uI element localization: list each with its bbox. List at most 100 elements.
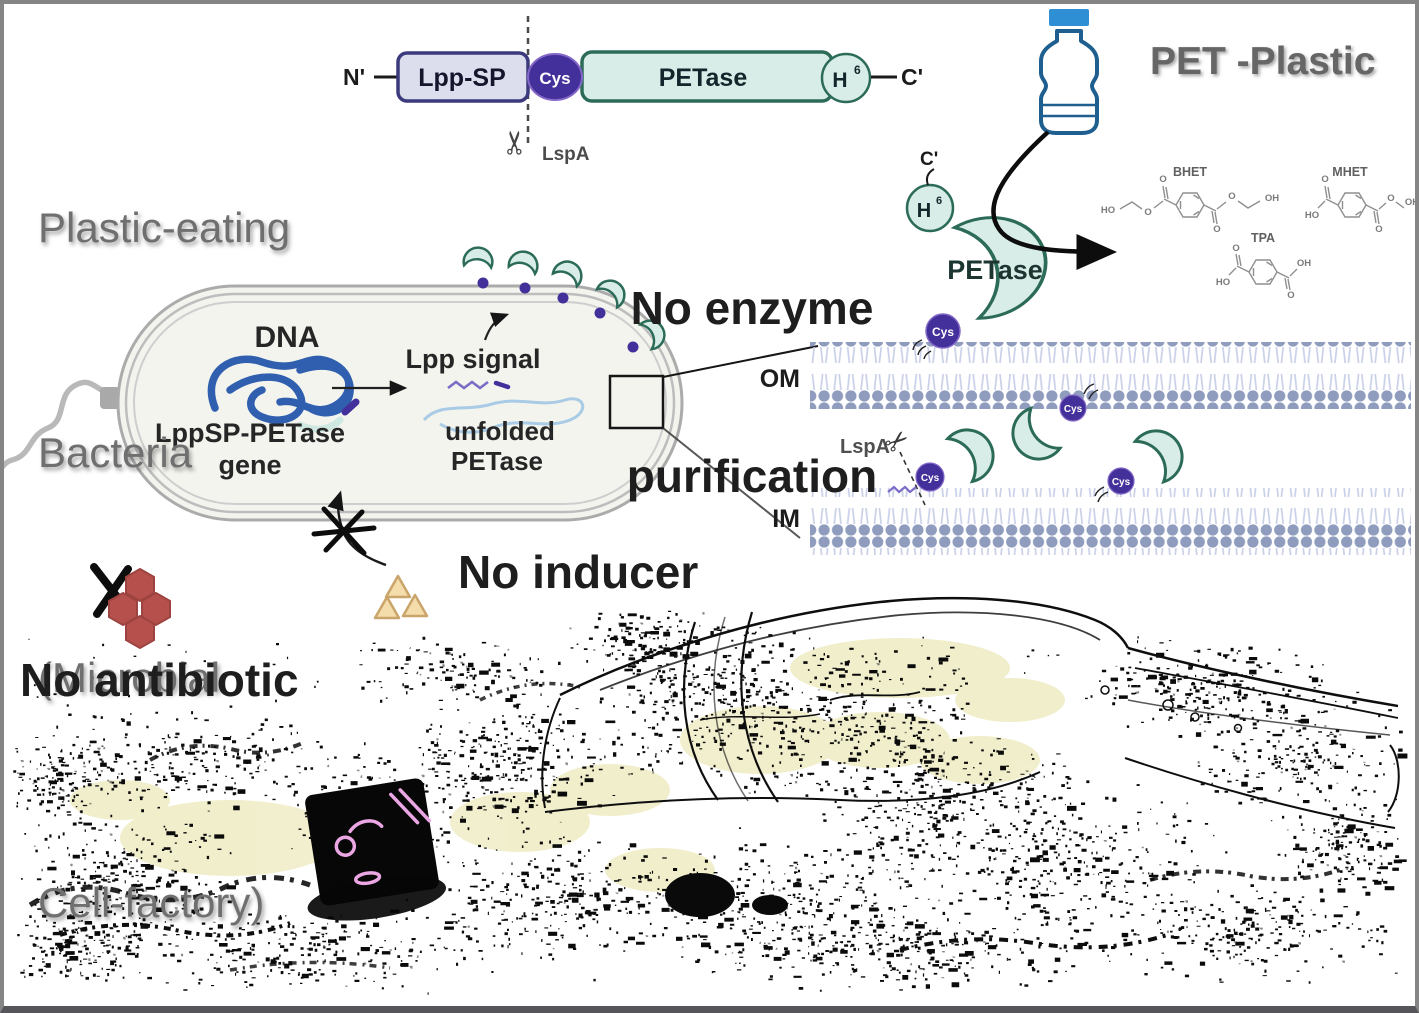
c-terminus-label: C'	[901, 64, 923, 90]
periplasm-enzyme-2: Cys	[1001, 383, 1099, 471]
crushed-bottle-sketch	[13, 596, 1408, 995]
no-inducer-callout: No inducer	[458, 546, 699, 598]
svg-text:O: O	[1287, 290, 1294, 301]
bottle-cap-sketch	[305, 778, 447, 921]
cleaved-signal-squiggle	[887, 485, 917, 494]
sketch-dark-blob	[665, 873, 735, 917]
main-title: Plastic-eating Bacteria (Microbial Cell-…	[38, 40, 290, 1013]
inner-membrane-bilayer	[810, 488, 1411, 555]
unfolded-petase-chain	[422, 397, 584, 434]
scissors-icon: ✂	[497, 129, 533, 156]
sketch-yellow-patches	[70, 638, 1065, 892]
displayed-cys-label: Cys	[932, 325, 954, 339]
svg-text:O: O	[1232, 243, 1239, 254]
lpp-signal-label: Lpp signal	[406, 344, 541, 374]
lspa-cut-line	[899, 451, 926, 506]
tpa-structure: O HO O OH	[1216, 243, 1311, 301]
tpa-label: TPA	[1251, 231, 1275, 245]
cap-pink-highlights	[334, 788, 432, 886]
outer-membrane-label: OM	[760, 365, 800, 393]
no-enzyme-line-2: purification	[626, 450, 878, 502]
cell-outer-membrane	[116, 284, 684, 522]
no-enzyme-line-1: No enzyme	[630, 282, 874, 334]
displayed-c-term-label: C'	[920, 149, 938, 170]
his-tag-superscript: 6	[854, 63, 861, 77]
lpp-sp-label: Lpp-SP	[418, 64, 506, 92]
pet-bottle-icon	[1039, 9, 1099, 135]
bacterial-cell: DNA LppSP-PETase gene Lpp signal unfolde…	[0, 245, 819, 539]
cys-label-construct: Cys	[539, 69, 570, 88]
displayed-his-superscript: 6	[936, 195, 942, 207]
flagellum-base	[100, 387, 120, 409]
outer-membrane-bilayer	[810, 342, 1411, 409]
svg-text:O: O	[1213, 224, 1220, 235]
title-line-1: Plastic-eating	[38, 204, 291, 251]
his-tag-label: H	[832, 69, 847, 92]
bottle-label-lines	[1043, 103, 1095, 118]
svg-text:OH: OH	[1405, 197, 1419, 208]
bhet-structure: O O HO O O OH	[1101, 174, 1279, 235]
lpp-signal-squiggle	[447, 380, 489, 390]
lpp-signal-tip	[493, 380, 511, 390]
bottle-cap-icon	[1049, 9, 1089, 26]
svg-text:O: O	[1387, 193, 1394, 204]
degradation-products: BHET O O HO O O OH MHET O HO	[1101, 165, 1419, 301]
svg-text:O: O	[1375, 224, 1382, 235]
cell-membrane-ring-3	[133, 301, 667, 505]
svg-text:O: O	[1144, 207, 1151, 218]
degradation-arrow	[991, 130, 1117, 270]
n-terminus-label: N'	[343, 64, 365, 90]
unfolded-label-line-1: unfolded	[445, 416, 555, 446]
gene-insert-purple	[341, 398, 360, 416]
lipid-anchor-squiggles-top	[912, 339, 932, 360]
plasmid-dna	[207, 355, 354, 424]
gene-insert-teal	[296, 416, 344, 433]
svg-text:HO: HO	[1101, 205, 1115, 216]
title-line-3: (Microbial	[38, 654, 221, 701]
title-line-2: Bacteria	[38, 429, 193, 476]
gene-label-line-1: LppSP-PETase	[155, 418, 345, 448]
gene-label-line-2: gene	[218, 450, 281, 480]
motion-squiggles-2	[1083, 383, 1099, 400]
motion-squiggles-3	[1094, 486, 1109, 503]
antibiotic-blocked-group	[90, 563, 171, 649]
zoom-line-bottom	[662, 427, 801, 539]
blocked-cross-icon	[311, 506, 377, 556]
displayed-his-circle	[905, 183, 955, 233]
flagellum	[0, 379, 119, 476]
cell-membrane-ring-2	[124, 292, 676, 514]
svg-text:OH: OH	[1297, 258, 1311, 269]
displayed-his-label: H	[917, 200, 931, 222]
unfolded-label-line-2: PETase	[451, 446, 543, 476]
periplasm-cys-3: Cys	[1112, 477, 1131, 488]
cys-circle-construct	[527, 53, 583, 101]
inducer-triangles-icon	[373, 574, 429, 620]
surface-displayed-enzymes	[462, 245, 671, 353]
svg-text:O: O	[1321, 174, 1328, 185]
svg-text:O: O	[1159, 174, 1166, 185]
zoom-box	[608, 374, 665, 430]
periplasm-cys-2: Cys	[1064, 404, 1083, 415]
svg-text:O: O	[1228, 191, 1235, 202]
bhet-label: BHET	[1173, 165, 1207, 179]
dna-label: DNA	[255, 321, 320, 354]
bottle-outline-strokes	[28, 596, 1400, 972]
svg-text:HO: HO	[1305, 210, 1319, 221]
inner-membrane-label: IM	[772, 505, 800, 533]
gene-construct: N' Lpp-SP PETase Cys H 6 C' ✂ LspA	[343, 16, 923, 165]
zoom-line-top	[662, 345, 819, 378]
secretion-arrow	[483, 312, 510, 341]
displayed-cys-circle	[925, 313, 961, 349]
periplasm-enzyme-1: Cys	[915, 418, 1005, 492]
his-tag-circle	[820, 52, 872, 104]
mhet-label: MHET	[1332, 165, 1368, 179]
periplasm-cys-1: Cys	[921, 473, 940, 484]
svg-text:HO: HO	[1216, 277, 1230, 288]
lspa-label-construct: LspA	[542, 144, 590, 165]
pet-plastic-label: PET -Plastic	[1150, 40, 1376, 83]
displayed-petase-label: PETase	[947, 255, 1043, 285]
no-enzyme-callout: No enzyme purification	[562, 168, 942, 616]
sketch-dark-blob-2	[752, 895, 788, 915]
